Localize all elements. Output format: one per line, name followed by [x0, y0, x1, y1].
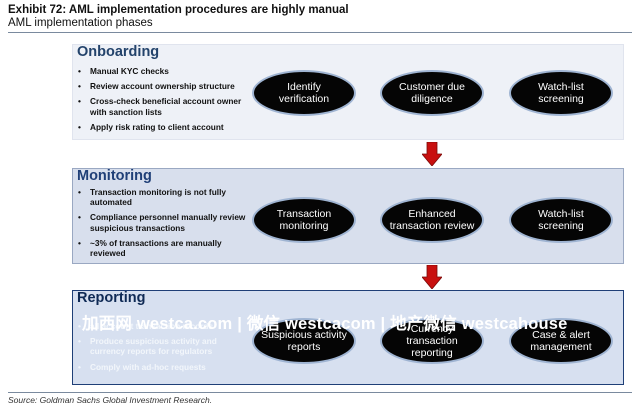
bullet-item: Cross-check beneficial account owner wit…: [77, 96, 252, 116]
bullet-item: Produce suspicious activity and currency…: [77, 336, 252, 356]
top-divider: [8, 32, 632, 33]
phase-title: Monitoring: [77, 168, 152, 184]
down-arrow-icon: [422, 265, 442, 289]
watermark-text: 加西网 westca.com | 微信 westcacom | 地产微信 wes…: [82, 315, 568, 333]
phase-reporting: Reporting all account transaction record…: [72, 290, 624, 385]
step-label: Case & alert management: [530, 329, 592, 353]
step-node: Watch-list screening: [509, 70, 613, 116]
source-note: Source: Goldman Sachs Global Investment …: [8, 395, 213, 405]
step-node: Watch-list screening: [509, 197, 613, 243]
bullet-item: Manual KYC checks: [77, 66, 252, 76]
step-node: Transaction monitoring: [252, 197, 356, 243]
down-arrow-icon: [422, 142, 442, 166]
phase-title: Reporting: [77, 290, 146, 306]
step-label: Suspicious activity reports: [261, 329, 347, 353]
step-label: Transaction monitoring: [276, 208, 332, 232]
bullet-item: Apply risk rating to client account: [77, 122, 252, 132]
exhibit-subtitle: AML implementation phases: [8, 17, 153, 29]
bullet-item: Compliance personnel manually review sus…: [77, 212, 252, 232]
step-node: Currency transaction reporting: [380, 318, 484, 364]
phase-title: Onboarding: [77, 44, 160, 60]
bullet-item: ~3% of transactions are manually reviewe…: [77, 238, 252, 258]
bullet-item: Review account ownership structure: [77, 81, 252, 91]
phase-monitoring: Monitoring Transaction monitoring is not…: [72, 168, 624, 264]
phase-bullets: Transaction monitoring is not fully auto…: [77, 187, 252, 263]
step-label: Customer due diligence: [399, 81, 465, 105]
step-label: Enhanced transaction review: [389, 208, 475, 232]
step-node: Customer due diligence: [380, 70, 484, 116]
step-label: Currency transaction reporting: [406, 323, 458, 359]
step-node: Identify verification: [252, 70, 356, 116]
step-label: Watch-list screening: [538, 208, 584, 232]
bullet-item: all account transaction records: [77, 321, 252, 331]
step-node: Enhanced transaction review: [380, 197, 484, 243]
phase-bullets: all account transaction records Produce …: [77, 321, 252, 377]
step-node: Suspicious activity reports: [252, 318, 356, 364]
step-node: Case & alert management: [509, 318, 613, 364]
bottom-divider: [8, 392, 632, 393]
bullet-item: Comply with ad-hoc requests: [77, 362, 252, 372]
step-label: Watch-list screening: [538, 81, 584, 105]
exhibit-title: Exhibit 72: AML implementation procedure…: [8, 4, 349, 16]
phase-bullets: Manual KYC checks Review account ownersh…: [77, 66, 252, 137]
phase-onboarding: Onboarding Manual KYC checks Review acco…: [72, 44, 624, 140]
step-label: Identify verification: [278, 81, 330, 105]
bullet-item: Transaction monitoring is not fully auto…: [77, 187, 252, 207]
